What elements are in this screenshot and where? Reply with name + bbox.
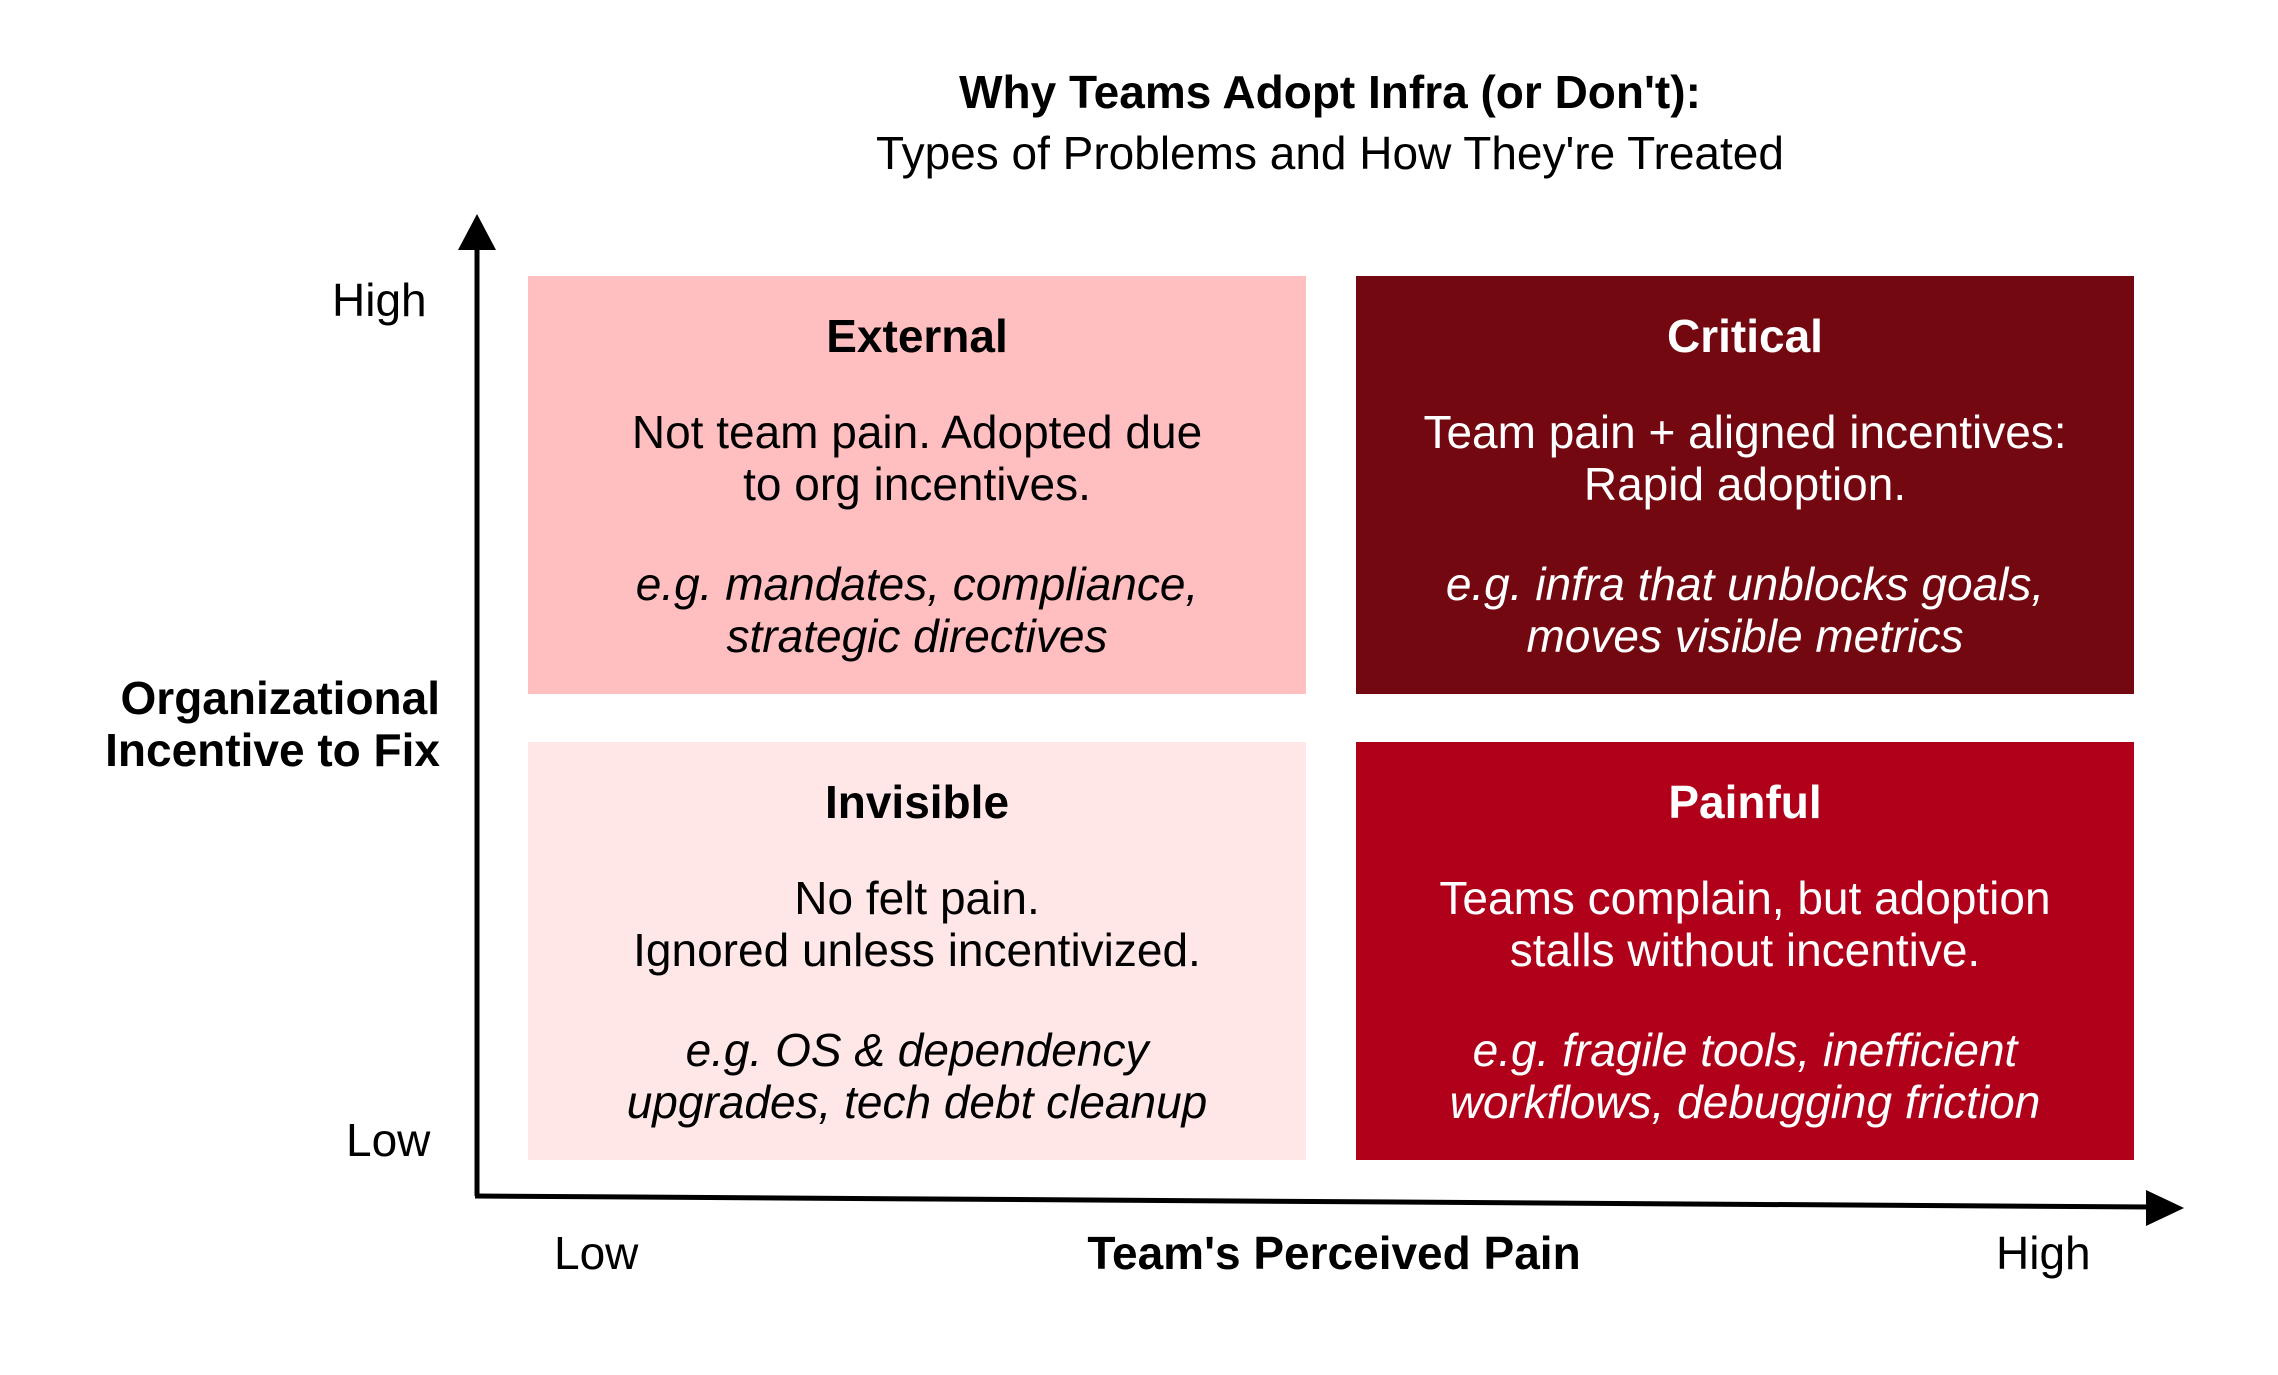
quadrant-external: External Not team pain. Adopted due to o… — [528, 276, 1306, 694]
quadrant-painful-title: Painful — [1668, 776, 1822, 828]
quadrant-external-description: Not team pain. Adopted due to org incent… — [631, 406, 1203, 510]
quadrant-critical-example: e.g. infra that unblocks goals, moves vi… — [1445, 558, 2045, 662]
y-axis-title: Organizational Incentive to Fix — [105, 672, 440, 776]
quadrant-painful-example: e.g. fragile tools, inefficient workflow… — [1449, 1024, 2041, 1128]
x-axis-line — [474, 1193, 2151, 1210]
quadrant-critical-title: Critical — [1667, 310, 1823, 362]
quadrant-external-title: External — [826, 310, 1008, 362]
quadrant-painful: Painful Teams complain, but adoption sta… — [1356, 742, 2134, 1160]
quadrant-external-example: e.g. mandates, compliance, strategic dir… — [635, 558, 1199, 662]
quadrant-invisible-description: No felt pain. Ignored unless incentivize… — [633, 872, 1201, 976]
y-axis-low-label: Low — [346, 1114, 431, 1166]
y-axis-arrow-icon — [458, 214, 496, 250]
quadrant-painful-description: Teams complain, but adoption stalls with… — [1439, 872, 2051, 976]
x-axis-arrow-icon — [2146, 1190, 2184, 1226]
quadrant-invisible-title: Invisible — [824, 776, 1010, 828]
quadrant-invisible: Invisible No felt pain. Ignored unless i… — [528, 742, 1306, 1160]
quadrant-critical-description: Team pain + aligned incentives: Rapid ad… — [1423, 406, 2067, 510]
chart-title: Why Teams Adopt Infra (or Don't): — [959, 66, 1701, 118]
y-axis-high-label: High — [332, 274, 427, 326]
x-axis-title: Team's Perceived Pain — [1087, 1227, 1581, 1279]
quadrant-critical: Critical Team pain + aligned incentives:… — [1356, 276, 2134, 694]
quadrant-invisible-example: e.g. OS & dependency upgrades, tech debt… — [626, 1024, 1208, 1128]
x-axis-low-label: Low — [554, 1227, 639, 1279]
chart-title-block: Why Teams Adopt Infra (or Don't): Types … — [0, 62, 2278, 184]
x-axis-high-label: High — [1996, 1227, 2091, 1279]
chart-subtitle: Types of Problems and How They're Treate… — [876, 127, 1784, 179]
